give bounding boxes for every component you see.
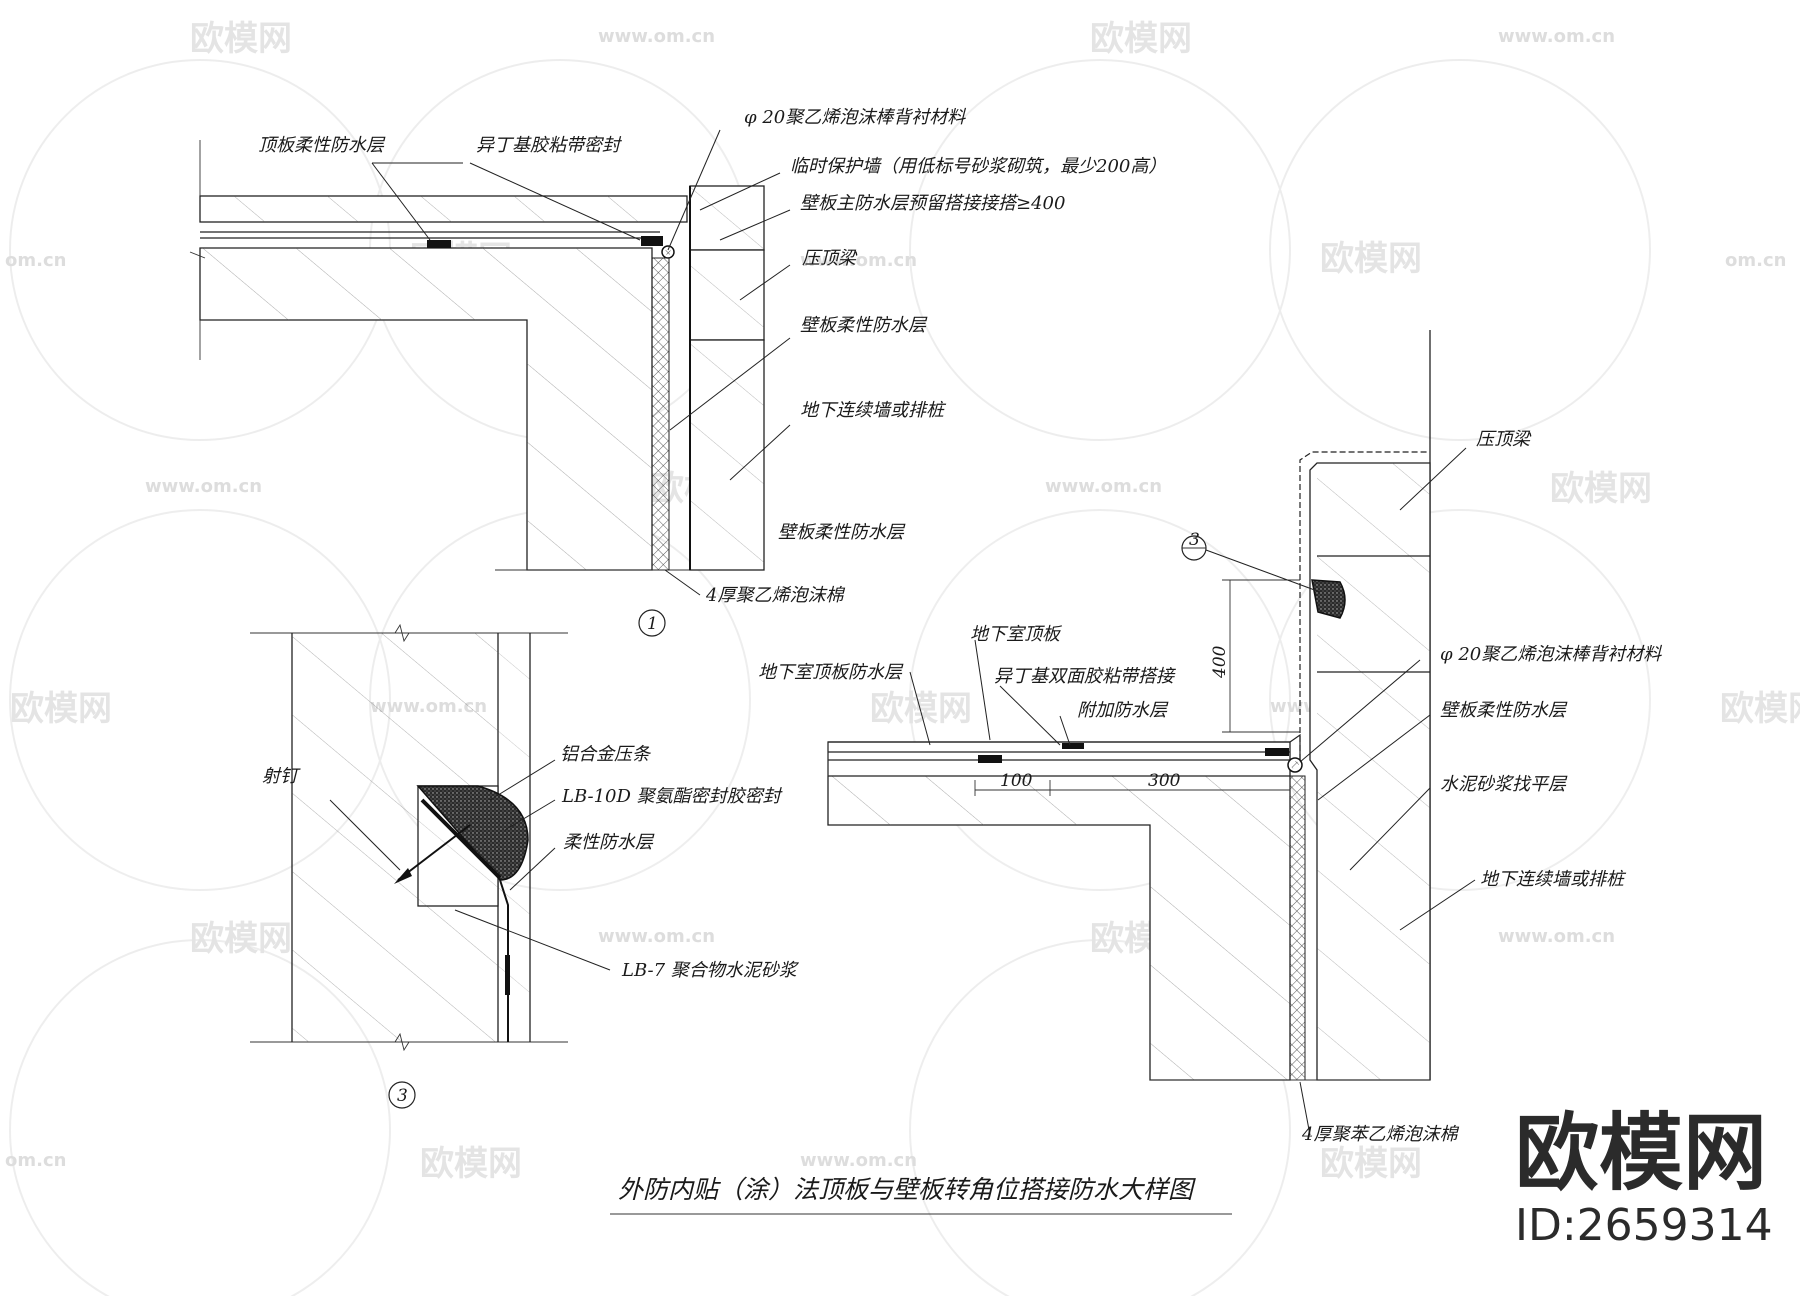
brand-logo-text: 欧模网 — [1515, 1104, 1767, 1202]
label-wall-main-lap: 壁板主防水层预留搭接接搭≥400 — [800, 193, 1065, 214]
label-leveling: 水泥砂浆找平层 — [1440, 774, 1568, 795]
detail-1-drawing — [189, 129, 791, 637]
label-nail: 射钉 — [262, 766, 301, 787]
label-roof-membrane-2: 地下室顶板防水层 — [758, 662, 904, 683]
watermark-url: www.om.cn — [800, 1150, 917, 1171]
brand-logo-id: ID:2659314 — [1515, 1200, 1773, 1251]
detail-2-drawing — [827, 330, 1476, 1136]
watermark-brand: 欧模网 — [870, 689, 972, 729]
label-roof-membrane: 顶板柔性防水层 — [258, 135, 386, 156]
watermark-url: www.om.cn — [598, 26, 715, 47]
title-text: 外防内贴（涂）法顶板与壁板转角位搭接防水大样图 — [618, 1175, 1196, 1204]
watermark-url-short: om.cn — [5, 1150, 66, 1171]
watermark-brand: 欧模网 — [1550, 469, 1652, 509]
label-foam-rod: φ 20聚乙烯泡沫棒背衬材料 — [744, 107, 966, 128]
label-foam-4mm-2: 4厚聚苯乙烯泡沫棉 — [1301, 1124, 1459, 1145]
watermark-url: www.om.cn — [800, 250, 917, 271]
sealant-bead — [416, 785, 529, 881]
label-alloy-strip: 铝合金压条 — [560, 744, 652, 765]
watermark-url: www.om.cn — [1498, 26, 1615, 47]
label-foam-rod-2: φ 20聚乙烯泡沫棒背衬材料 — [1440, 644, 1662, 665]
watermark-url: www.om.cn — [1045, 476, 1162, 497]
watermark-url: www.om.cn — [598, 926, 715, 947]
label-foam-4mm: 4厚聚乙烯泡沫棉 — [705, 585, 845, 606]
watermark-brand: 欧模网 — [1320, 1144, 1422, 1184]
watermark-url-short: om.cn — [1725, 250, 1786, 271]
detail-1-labels: 顶板柔性防水层 异丁基胶粘带密封 φ 20聚乙烯泡沫棒背衬材料 临时保护墙（用低… — [258, 107, 1166, 634]
butyl-tape-mark — [427, 240, 451, 248]
detail-3-drawing — [250, 623, 611, 1109]
detail-3-labels: 射钉 铝合金压条 LB-10D 聚氨酯密封胶密封 柔性防水层 LB-7 聚合物水… — [262, 744, 800, 1106]
watermark-brand: 欧模网 — [10, 689, 112, 729]
label-butyl-tape: 异丁基胶粘带密封 — [476, 135, 622, 156]
detail-3-number: 3 — [397, 1086, 408, 1106]
dim-300: 300 — [1148, 771, 1181, 791]
watermark-url: www.om.cn — [145, 476, 262, 497]
detail-1-number: 1 — [647, 614, 658, 634]
tape-mark-corner — [641, 236, 663, 246]
watermark-brand: 欧模网 — [190, 19, 292, 59]
brand-logo: 欧模网 ID:2659314 — [1515, 1104, 1773, 1251]
label-butyl-double: 异丁基双面胶粘带搭接 — [994, 666, 1176, 687]
detail-2-labels: 压顶梁 地下室顶板 地下室顶板防水层 异丁基双面胶粘带搭接 附加防水层 φ 20… — [758, 429, 1662, 1145]
label-wall-membrane-3: 壁板柔性防水层 — [1440, 700, 1568, 721]
label-roof-slab: 地下室顶板 — [970, 624, 1063, 645]
label-sealant: LB-10D 聚氨酯密封胶密封 — [561, 786, 783, 807]
label-wall-membrane-2: 壁板柔性防水层 — [778, 522, 906, 543]
label-diaphragm-wall-2: 地下连续墙或排桩 — [1480, 869, 1627, 890]
watermark-brand: 欧模网 — [420, 1144, 522, 1184]
callout-number: 3 — [1189, 530, 1200, 550]
label-diaphragm-wall: 地下连续墙或排桩 — [800, 400, 947, 421]
label-extra-layer: 附加防水层 — [1077, 700, 1169, 721]
watermark-brand: 欧模网 — [190, 919, 292, 959]
label-cap-beam: 压顶梁 — [802, 248, 858, 269]
label-wall-membrane-1: 壁板柔性防水层 — [800, 315, 928, 336]
label-temp-wall: 临时保护墙（用低标号砂浆砌筑，最少200高） — [790, 156, 1166, 177]
watermark-brand: 欧模网 — [1090, 19, 1192, 59]
label-flex-membrane: 柔性防水层 — [563, 832, 655, 853]
label-cap-beam-2: 压顶梁 — [1476, 429, 1532, 450]
watermark-brand: 欧模网 — [1320, 239, 1422, 279]
drawing-title: 外防内贴（涂）法顶板与壁板转角位搭接防水大样图 — [610, 1175, 1232, 1215]
dim-400: 400 — [1210, 645, 1230, 679]
watermark-url-short: om.cn — [5, 250, 66, 271]
dim-100: 100 — [1000, 771, 1033, 791]
watermark-brand: 欧模网 — [1720, 689, 1800, 729]
watermark-url: www.om.cn — [1498, 926, 1615, 947]
label-mortar: LB-7 聚合物水泥砂浆 — [621, 960, 800, 981]
